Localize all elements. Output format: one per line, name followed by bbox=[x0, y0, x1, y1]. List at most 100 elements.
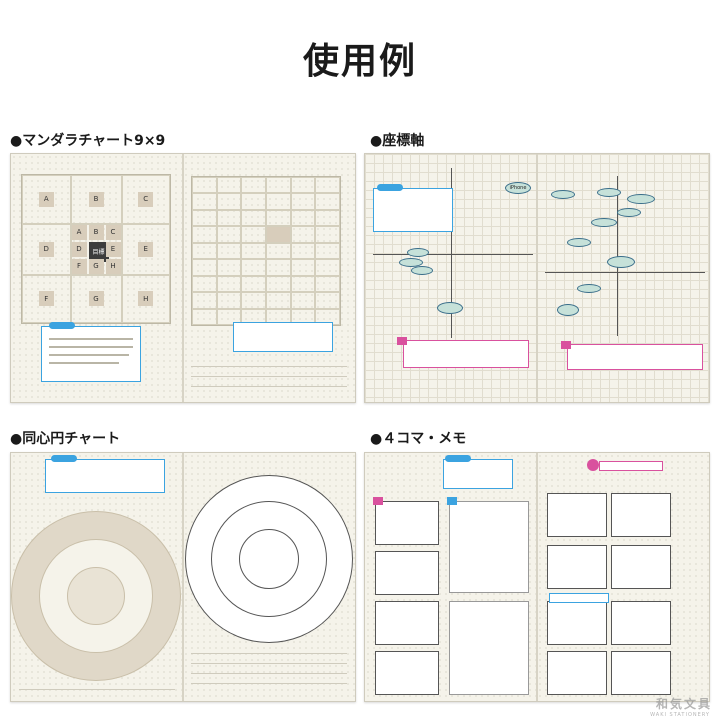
coordinate-right-page bbox=[537, 154, 709, 402]
mandala-block-center: A B C D 目標 E F G H bbox=[70, 223, 122, 275]
ruled-line bbox=[19, 689, 175, 690]
panel-frame bbox=[611, 651, 671, 695]
ruled-line bbox=[191, 653, 347, 654]
section-label-four-panel: ●４コマ・メモ bbox=[370, 431, 467, 447]
panel-frame bbox=[611, 545, 671, 589]
concentric-left-page bbox=[11, 453, 183, 701]
mandala-cell: A bbox=[71, 224, 87, 240]
mandala-block-f: F bbox=[22, 274, 71, 323]
bubble bbox=[627, 194, 655, 204]
inner-ring bbox=[67, 567, 125, 625]
point-box bbox=[599, 461, 663, 471]
coordinate-left-page: iPhone bbox=[365, 154, 537, 402]
concentric-example-image bbox=[10, 452, 356, 702]
point-badge bbox=[587, 459, 599, 471]
panel-frame bbox=[547, 651, 607, 695]
example-tag bbox=[397, 337, 407, 345]
panel-frame bbox=[547, 545, 607, 589]
mandala-block-d: D bbox=[22, 223, 71, 275]
mandala-cell: D bbox=[71, 241, 87, 257]
mandala-block-g: G bbox=[70, 274, 122, 323]
bubble bbox=[399, 258, 423, 267]
watermark-subtext: WAKI STATIONERY bbox=[650, 712, 710, 718]
sketch-area bbox=[449, 601, 529, 695]
bubble bbox=[591, 218, 617, 227]
mandala-cell: F bbox=[71, 258, 87, 274]
y-axis bbox=[451, 168, 452, 338]
ruled-line bbox=[191, 386, 347, 387]
layout-tip-label bbox=[49, 322, 75, 329]
bubble bbox=[577, 284, 601, 293]
bubble bbox=[411, 266, 433, 275]
mandala-cell: D bbox=[38, 241, 54, 257]
mandala-cell: E bbox=[105, 241, 121, 257]
panel-frame bbox=[547, 493, 607, 537]
example-tag bbox=[561, 341, 571, 349]
mandala-block-a: A bbox=[22, 175, 71, 224]
panel-frame bbox=[375, 651, 439, 695]
ruled-line bbox=[191, 683, 347, 684]
mandala-block-h: H bbox=[121, 274, 170, 323]
section-label-mandala: ●マンダラチャート9×9 bbox=[10, 133, 166, 149]
bubble bbox=[617, 208, 641, 217]
mandala-right-page bbox=[183, 154, 355, 402]
panel-frame bbox=[547, 601, 607, 645]
mandala-cell: F bbox=[38, 291, 54, 307]
bubble-iphone: iPhone bbox=[505, 182, 531, 194]
mandala-cell: B bbox=[88, 191, 104, 207]
layout-tip-box bbox=[443, 459, 513, 489]
panel-frame bbox=[611, 493, 671, 537]
mandala-block-c: C bbox=[121, 175, 170, 224]
four-panel-right-page bbox=[537, 453, 709, 701]
layout-tip-box bbox=[45, 459, 165, 493]
layout-tip-box bbox=[373, 188, 453, 232]
panel-frame bbox=[611, 601, 671, 645]
mandala-cell: E bbox=[138, 241, 154, 257]
mandala-example-image: A B C D A B C D 目標 E F G H E F G H bbox=[10, 153, 356, 403]
ruled-line bbox=[191, 376, 347, 377]
panel-frame bbox=[375, 601, 439, 645]
bubble bbox=[551, 190, 575, 199]
bubble bbox=[597, 188, 621, 197]
section-label-coordinate: ●座標軸 bbox=[370, 133, 425, 149]
panel-frame bbox=[375, 551, 439, 595]
mandala-left-page: A B C D A B C D 目標 E F G H E F G H bbox=[11, 154, 183, 402]
ruled-line bbox=[191, 673, 347, 674]
example-box bbox=[403, 340, 529, 368]
page-title: 使用例 bbox=[302, 41, 417, 82]
mandala-center-cell: 目標 bbox=[88, 241, 109, 262]
mandala-block-e: E bbox=[121, 223, 170, 275]
text-line bbox=[49, 346, 133, 348]
mandala-cell: H bbox=[138, 291, 154, 307]
bubble bbox=[567, 238, 591, 247]
mandala-cell: G bbox=[88, 258, 104, 274]
example-tag bbox=[447, 497, 457, 505]
coordinate-example-image: iPhone bbox=[364, 153, 710, 403]
x-axis bbox=[545, 272, 705, 273]
layout-tip-label bbox=[51, 455, 77, 462]
mandala-cell: H bbox=[105, 258, 121, 274]
bubble bbox=[607, 256, 635, 268]
bubble bbox=[437, 302, 463, 314]
spine bbox=[182, 154, 184, 402]
mandala-grid: A B C D A B C D 目標 E F G H E F G H bbox=[21, 174, 171, 324]
text-line bbox=[49, 354, 129, 356]
example-tag bbox=[373, 497, 383, 505]
layout-tip-label bbox=[445, 455, 471, 462]
ruled-line bbox=[191, 663, 347, 664]
mandala-cell: G bbox=[88, 291, 104, 307]
four-panel-example-image bbox=[364, 452, 710, 702]
mandala-cell: C bbox=[105, 224, 121, 240]
inner-ring bbox=[239, 529, 299, 589]
watermark-logo: 和気文具 bbox=[655, 697, 712, 711]
concentric-right-page bbox=[183, 453, 355, 701]
sketch-area bbox=[449, 501, 529, 593]
mandala-cell: C bbox=[138, 191, 154, 207]
x-axis bbox=[373, 254, 533, 255]
text-line bbox=[49, 362, 119, 364]
mandala-block-b: B bbox=[70, 175, 122, 224]
ruled-line bbox=[191, 366, 347, 367]
spine bbox=[536, 453, 538, 701]
example-box bbox=[567, 344, 703, 370]
mandala-cell: B bbox=[88, 224, 104, 240]
